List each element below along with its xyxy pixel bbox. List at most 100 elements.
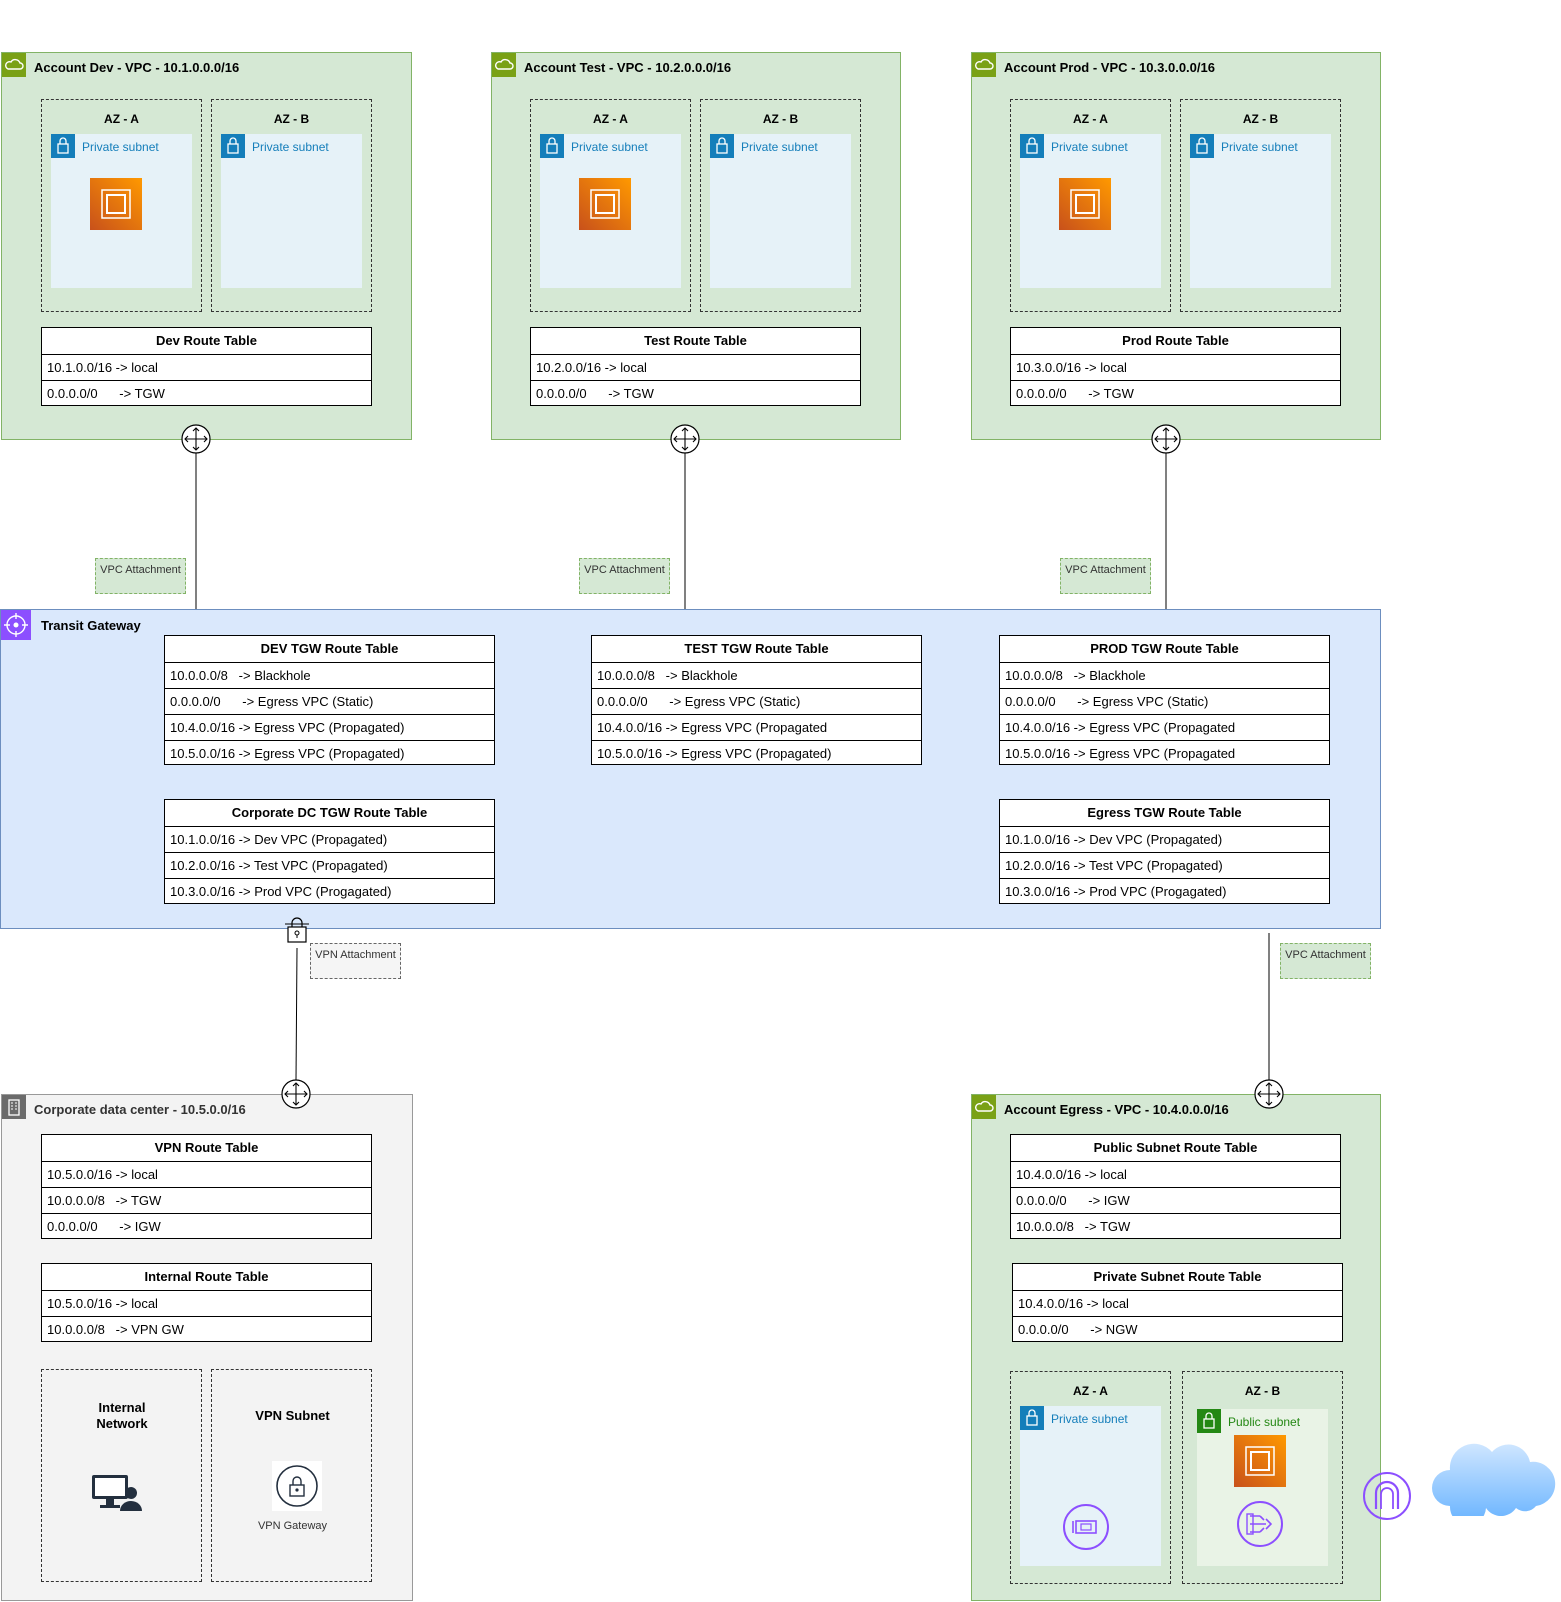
- vpc-attachment-icon: [670, 424, 700, 454]
- subnet-label: Private subnet: [571, 140, 648, 154]
- route-row: 10.5.0.0/16 -> Egress VPC (Propagated): [597, 746, 832, 761]
- route-row: 10.4.0.0/16 -> Egress VPC (Propagated: [1000, 715, 1329, 741]
- vpc-dev: Account Dev - VPC - 10.1.0.0.0/16 AZ - A…: [1, 52, 412, 440]
- route-row: 10.3.0.0/16 -> local: [1011, 355, 1340, 381]
- vpn-attachment-note: VPN Attachment: [310, 943, 401, 979]
- vpc-title: Corporate data center - 10.5.0.0/16: [34, 1102, 246, 1117]
- route-row: 10.1.0.0/16 -> Dev VPC (Propagated): [165, 827, 494, 853]
- transit-gateway-title: Transit Gateway: [41, 618, 141, 633]
- vpc-attachment-note: VPC Attachment: [579, 558, 670, 594]
- az-a: AZ - A Private subnet: [1010, 1371, 1171, 1584]
- vpc-attachment-note: VPC Attachment: [1280, 943, 1371, 979]
- az-label: AZ - B: [1244, 1384, 1281, 1398]
- private-subnet-lock-icon: [710, 134, 734, 158]
- az-label: AZ - A: [104, 112, 139, 126]
- vpc-title: Account Prod - VPC - 10.3.0.0.0/16: [1004, 60, 1215, 75]
- route-row: 10.2.0.0/16 -> Test VPC (Propagated): [165, 853, 494, 879]
- route-row: 10.1.0.0/16 -> Dev VPC (Propagated): [1000, 827, 1329, 853]
- internal-network-zone: Internal Network: [41, 1369, 202, 1582]
- route-row: 10.4.0.0/16 -> Egress VPC (Propagated): [165, 715, 494, 741]
- vpn-subnet-zone: VPN Subnet VPN Gateway: [211, 1369, 372, 1582]
- private-subnet: Private subnet: [221, 134, 362, 288]
- private-subnet: Private subnet: [1020, 134, 1161, 288]
- vpc-prod: Account Prod - VPC - 10.3.0.0.0/16 AZ - …: [971, 52, 1381, 440]
- corporate-data-center: Corporate data center - 10.5.0.0/16 VPN …: [1, 1094, 413, 1601]
- public-subnet-route-table: Public Subnet Route Table 10.4.0.0/16 ->…: [1010, 1134, 1341, 1239]
- route-row: 0.0.0.0/0 -> IGW: [1011, 1188, 1340, 1214]
- route-table-title: Internal Route Table: [42, 1264, 371, 1291]
- corporate-dc-tgw-route-table: Corporate DC TGW Route Table 10.1.0.0/16…: [164, 799, 495, 904]
- route-table-title: Private Subnet Route Table: [1013, 1264, 1342, 1291]
- test-route-table: Test Route Table 10.2.0.0/16 -> local 0.…: [530, 327, 861, 406]
- vpc-attachment-icon: [181, 424, 211, 454]
- route-row: 0.0.0.0/0 -> Egress VPC (Static): [1000, 689, 1329, 715]
- route-table-title: VPN Route Table: [42, 1135, 371, 1162]
- route-row: 10.2.0.0/16 -> Test VPC (Propagated): [1000, 853, 1329, 879]
- private-subnet: Private subnet: [1190, 134, 1331, 288]
- route-table-title: Public Subnet Route Table: [1011, 1135, 1340, 1162]
- private-subnet: Private subnet: [51, 134, 192, 288]
- vpc-cloud-icon: [972, 53, 996, 77]
- internal-network-label: Internal Network: [96, 1400, 148, 1431]
- az-label: AZ - B: [273, 112, 310, 126]
- subnet-label: Public subnet: [1228, 1415, 1301, 1429]
- route-row: 10.4.0.0/16 -> Egress VPC (Propagated: [592, 715, 921, 741]
- internet-cloud-icon: [1430, 1436, 1556, 1526]
- vpc-attachment-icon: [1151, 424, 1181, 454]
- prod-tgw-route-table: PROD TGW Route Table 10.0.0.0/8 -> Black…: [999, 635, 1330, 765]
- route-row: 10.0.0.0/8 -> Blackhole: [165, 663, 494, 689]
- route-row: 10.2.0.0/16 -> local: [531, 355, 860, 381]
- transit-gateway: Transit Gateway DEV TGW Route Table 10.0…: [0, 609, 1381, 929]
- vpc-cloud-icon: [972, 1095, 996, 1119]
- route-row: 0.0.0.0/0 -> Egress VPC (Static): [592, 689, 921, 715]
- route-table-title: Egress TGW Route Table: [1000, 800, 1329, 827]
- subnet-label: Private subnet: [82, 140, 159, 154]
- public-subnet-lock-icon: [1197, 1409, 1221, 1433]
- vpc-attachment-note: VPC Attachment: [1060, 558, 1151, 594]
- vpn-subnet-label: VPN Subnet: [255, 1408, 330, 1423]
- vpc-egress: Account Egress - VPC - 10.4.0.0.0/16 Pub…: [971, 1094, 1381, 1601]
- vpc-cloud-icon: [492, 53, 516, 77]
- dev-tgw-route-table: DEV TGW Route Table 10.0.0.0/8 -> Blackh…: [164, 635, 495, 765]
- vpn-gateway-icon: [272, 1461, 322, 1511]
- route-row: 10.0.0.0/8 -> TGW: [42, 1188, 371, 1214]
- route-row: 10.1.0.0/16 -> local: [42, 355, 371, 381]
- internet-gateway-icon: [1362, 1471, 1412, 1521]
- ec2-instance-icon: [1234, 1435, 1286, 1487]
- az-label: AZ - A: [1073, 1384, 1108, 1398]
- ec2-instance-icon: [1059, 178, 1111, 230]
- vpn-attachment-icon: [281, 1079, 311, 1109]
- subnet-label: Private subnet: [252, 140, 329, 154]
- route-table-title: PROD TGW Route Table: [1000, 636, 1329, 663]
- route-row: 10.5.0.0/16 -> Egress VPC (Propagated: [1005, 746, 1236, 761]
- vpc-cloud-icon: [2, 53, 26, 77]
- nat-gateway-icon: [1236, 1500, 1284, 1548]
- az-a: AZ - A Private subnet: [1010, 99, 1171, 312]
- route-row: 10.0.0.0/8 -> Blackhole: [1000, 663, 1329, 689]
- az-b: AZ - B Public subnet: [1182, 1371, 1343, 1584]
- az-label: AZ - B: [762, 112, 799, 126]
- route-row: 0.0.0.0/0 -> Egress VPC (Static): [165, 689, 494, 715]
- private-subnet-lock-icon: [1190, 134, 1214, 158]
- az-label: AZ - B: [1242, 112, 1279, 126]
- private-subnet: Private subnet: [710, 134, 851, 288]
- transit-gateway-icon: [1, 610, 31, 640]
- ec2-instance-icon: [90, 178, 142, 230]
- route-row: 10.3.0.0/16 -> Prod VPC (Progagated): [170, 884, 392, 899]
- route-table-title: TEST TGW Route Table: [592, 636, 921, 663]
- route-row: 10.5.0.0/16 -> local: [42, 1291, 371, 1317]
- route-row: 10.4.0.0/16 -> local: [1011, 1162, 1340, 1188]
- az-label: AZ - A: [1073, 112, 1108, 126]
- vpn-gateway-label: VPN Gateway: [257, 1520, 328, 1532]
- az-b: AZ - B Private subnet: [700, 99, 861, 312]
- dev-route-table: Dev Route Table 10.1.0.0/16 -> local 0.0…: [41, 327, 372, 406]
- vpc-test: Account Test - VPC - 10.2.0.0.0/16 AZ - …: [491, 52, 901, 440]
- route-table-title: DEV TGW Route Table: [165, 636, 494, 663]
- route-row: 0.0.0.0/0 -> TGW: [1016, 386, 1134, 401]
- route-row: 10.3.0.0/16 -> Prod VPC (Progagated): [1005, 884, 1227, 899]
- route-table-title: Corporate DC TGW Route Table: [165, 800, 494, 827]
- vpc-title: Account Egress - VPC - 10.4.0.0.0/16: [1004, 1102, 1229, 1117]
- subnet-label: Private subnet: [1051, 1412, 1128, 1426]
- az-label: AZ - A: [593, 112, 628, 126]
